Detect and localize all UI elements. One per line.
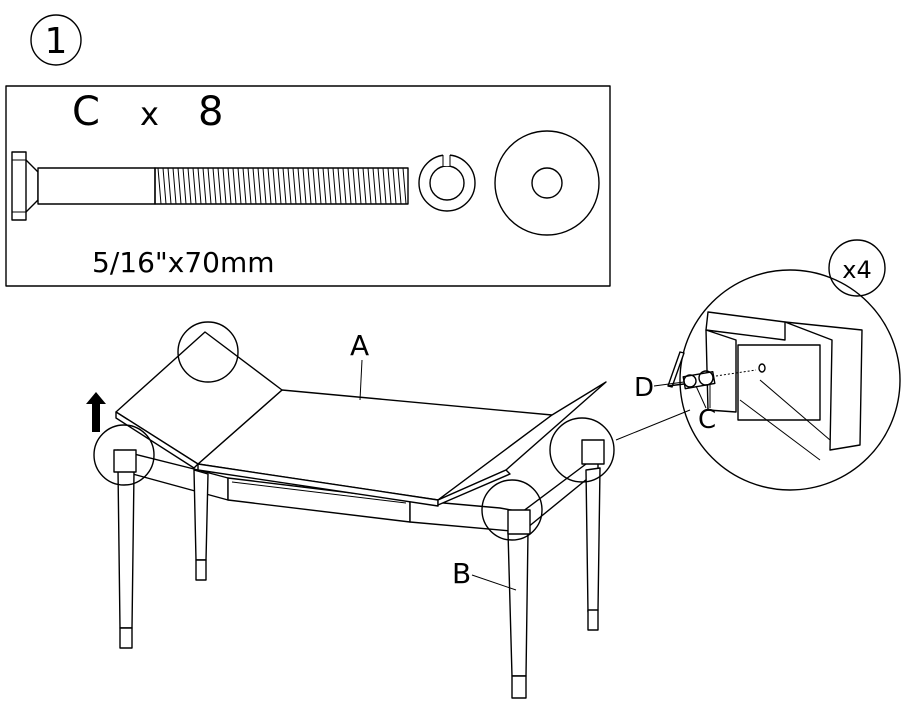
bolt-thread-line	[357, 167, 362, 205]
bolt-thread-line	[397, 167, 402, 205]
bolt-thread-line	[367, 167, 372, 205]
bolt-thread-line	[292, 167, 297, 205]
hardware-quantity: 8	[198, 89, 223, 135]
bolt-thread-line	[252, 167, 257, 205]
label-leg: B	[452, 557, 471, 590]
bolt-thread-line	[332, 167, 337, 205]
bolt-illustration	[11, 151, 409, 221]
bolt-thread-line	[257, 167, 262, 205]
bolt-thread-line	[342, 167, 347, 205]
bolt-thread-line	[322, 167, 327, 205]
bolt-thread-line	[222, 167, 227, 205]
bolt-thread-line	[242, 167, 247, 205]
bolt-thread-line	[212, 167, 217, 205]
bolt-thread-line	[192, 167, 197, 205]
bolt-thread-line	[297, 167, 302, 205]
bolt-thread-line	[182, 167, 187, 205]
bolt-thread-line	[227, 167, 232, 205]
bolt-thread-line	[267, 167, 272, 205]
bolt-thread-line	[377, 167, 382, 205]
bolt-thread-line	[272, 167, 277, 205]
hardware-panel: C x 8 5/16"x70mm	[5, 85, 611, 287]
bolt-thread-line	[162, 167, 167, 205]
bolt-thread-line	[402, 167, 407, 205]
step-number-badge: 1	[30, 14, 82, 66]
hardware-multiplier: x	[140, 95, 159, 133]
table-illustration: A B	[86, 321, 615, 699]
bolt-thread-line	[237, 167, 242, 205]
flat-washer-illustration	[494, 130, 600, 236]
table-leg-back-right	[585, 467, 601, 631]
hardware-part-label: C	[72, 89, 100, 135]
detail-callout: x4 D C	[615, 239, 901, 491]
bolt-thread-line	[247, 167, 252, 205]
lift-arrow-icon	[86, 392, 106, 432]
bolt-thread-line	[172, 167, 177, 205]
split-washer-illustration	[418, 154, 476, 212]
bolt-thread-line	[337, 167, 342, 205]
bolt-thread-line	[327, 167, 332, 205]
bolt-thread-line	[362, 167, 367, 205]
hardware-size: 5/16"x70mm	[92, 246, 275, 279]
bolt-thread-line	[312, 167, 317, 205]
step-number: 1	[45, 21, 68, 62]
bolt-thread-line	[197, 167, 202, 205]
bolt-thread-line	[287, 167, 292, 205]
bolt-thread-line	[157, 167, 162, 205]
bolt-thread-line	[262, 167, 267, 205]
bolt-thread-line	[167, 167, 172, 205]
bolt-thread-line	[277, 167, 282, 205]
bolt-thread-line	[217, 167, 222, 205]
bolt-thread-line	[282, 167, 287, 205]
bolt-thread-line	[317, 167, 322, 205]
bolt-thread-line	[382, 167, 387, 205]
bolt-thread-line	[352, 167, 357, 205]
label-key: D	[634, 373, 654, 403]
bolt-thread-line	[307, 167, 312, 205]
table-leg-back-left	[193, 469, 209, 581]
bolt-thread-line	[392, 167, 397, 205]
bolt-thread-line	[177, 167, 182, 205]
bolt-thread-line	[372, 167, 377, 205]
bolt-thread-line	[202, 167, 207, 205]
allen-key-icon	[667, 351, 685, 388]
bolt-detail-icon	[682, 363, 766, 390]
bolt-thread-line	[187, 167, 192, 205]
bolt-thread-line	[207, 167, 212, 205]
table-leg-front-left	[117, 469, 135, 649]
detail-count: x4	[842, 256, 871, 284]
bolt-thread-line	[302, 167, 307, 205]
bolt-thread-line	[232, 167, 237, 205]
bolt-thread-line	[387, 167, 392, 205]
bolt-thread-line	[347, 167, 352, 205]
table-leg-front-right	[507, 531, 529, 699]
label-top: A	[350, 329, 369, 362]
label-bolt: C	[698, 405, 716, 435]
